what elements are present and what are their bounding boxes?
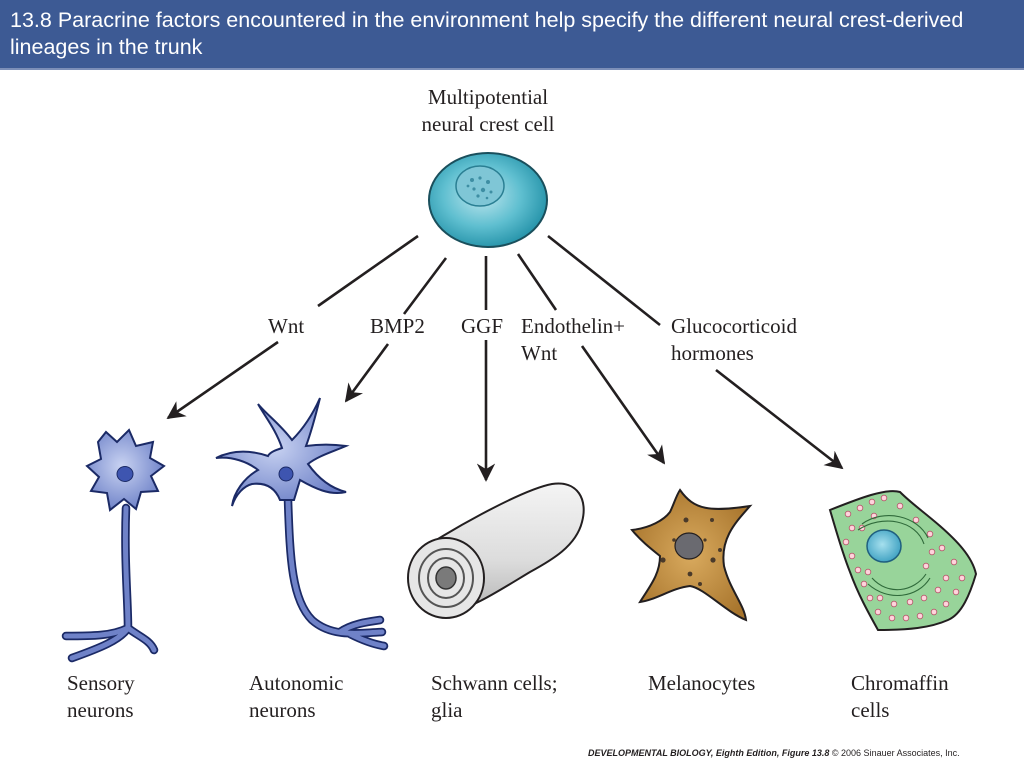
upper-line-bmp2 [402,257,448,315]
arrow-to-chromaffin [715,368,844,470]
credit-copyright: © 2006 Sinauer Associates, Inc. [831,748,960,758]
melanocyte-icon [630,488,753,622]
sensory-neuron-icon [61,428,166,663]
autonomic-neuron-icon [215,397,389,651]
autonomic-line2: neurons [249,698,316,722]
arrow-to-autonomic [344,343,390,403]
chromaffin-cell-icon [828,490,978,632]
lower-arrows [166,340,844,482]
factor-label-bmp2: BMP2 [370,314,425,338]
schwann-cell-icon [407,482,585,619]
arrow-to-melanocytes [580,345,666,465]
lineage-diagram [61,152,978,663]
credit-figure: Figure 13.8 [781,748,830,758]
autonomic-line1: Autonomic [249,671,344,695]
neural-crest-label-line1: Multipotential [427,85,549,109]
factor-label-glucocorticoid: Glucocorticoid hormones [671,313,797,367]
upper-line-wnt [317,234,419,308]
schwann-line2: glia [431,698,463,722]
endothelin-line1: Endothelin+ [521,314,625,338]
chromaffin-granules [842,494,966,622]
arrow-to-sensory [166,340,279,420]
factor-label-endothelin: Endothelin+ Wnt [521,313,625,367]
lineage-label-sensory: Sensory neurons [67,670,135,724]
chromaffin-line2: cells [851,698,890,722]
lineage-label-melanocytes: Melanocytes [648,671,756,695]
credit-book: DEVELOPMENTAL BIOLOGY, Eighth Edition, [588,748,780,758]
chromaffin-line1: Chromaffin [851,671,949,695]
header-divider [0,68,1024,70]
factor-label-wnt: Wnt [268,314,305,338]
upper-line-endothelin [516,253,558,311]
lineage-label-autonomic: Autonomic neurons [249,670,344,724]
slide-header: 13.8 Paracrine factors encountered in th… [0,0,1024,68]
glucocorticoid-line2: hormones [671,341,754,365]
neural-crest-label-line2: neural crest cell [421,112,555,136]
endothelin-line2: Wnt [521,341,558,365]
upper-line-glucocorticoid [547,234,661,327]
figure-credit: DEVELOPMENTAL BIOLOGY, Eighth Edition, F… [588,748,960,758]
upper-connector-lines [317,234,661,327]
slide-title: 13.8 Paracrine factors encountered in th… [10,8,964,59]
sensory-line2: neurons [67,698,134,722]
neural-crest-cell-icon [428,152,548,248]
lineage-label-chromaffin: Chromaffin cells [851,670,949,724]
schwann-line1: Schwann cells; [431,671,558,695]
lineage-label-schwann: Schwann cells; glia [431,670,558,724]
neural-crest-cell-label: Multipotential neural crest cell [398,84,578,138]
glucocorticoid-line1: Glucocorticoid [671,314,797,338]
sensory-line1: Sensory [67,671,135,695]
factor-label-ggf: GGF [461,314,504,338]
